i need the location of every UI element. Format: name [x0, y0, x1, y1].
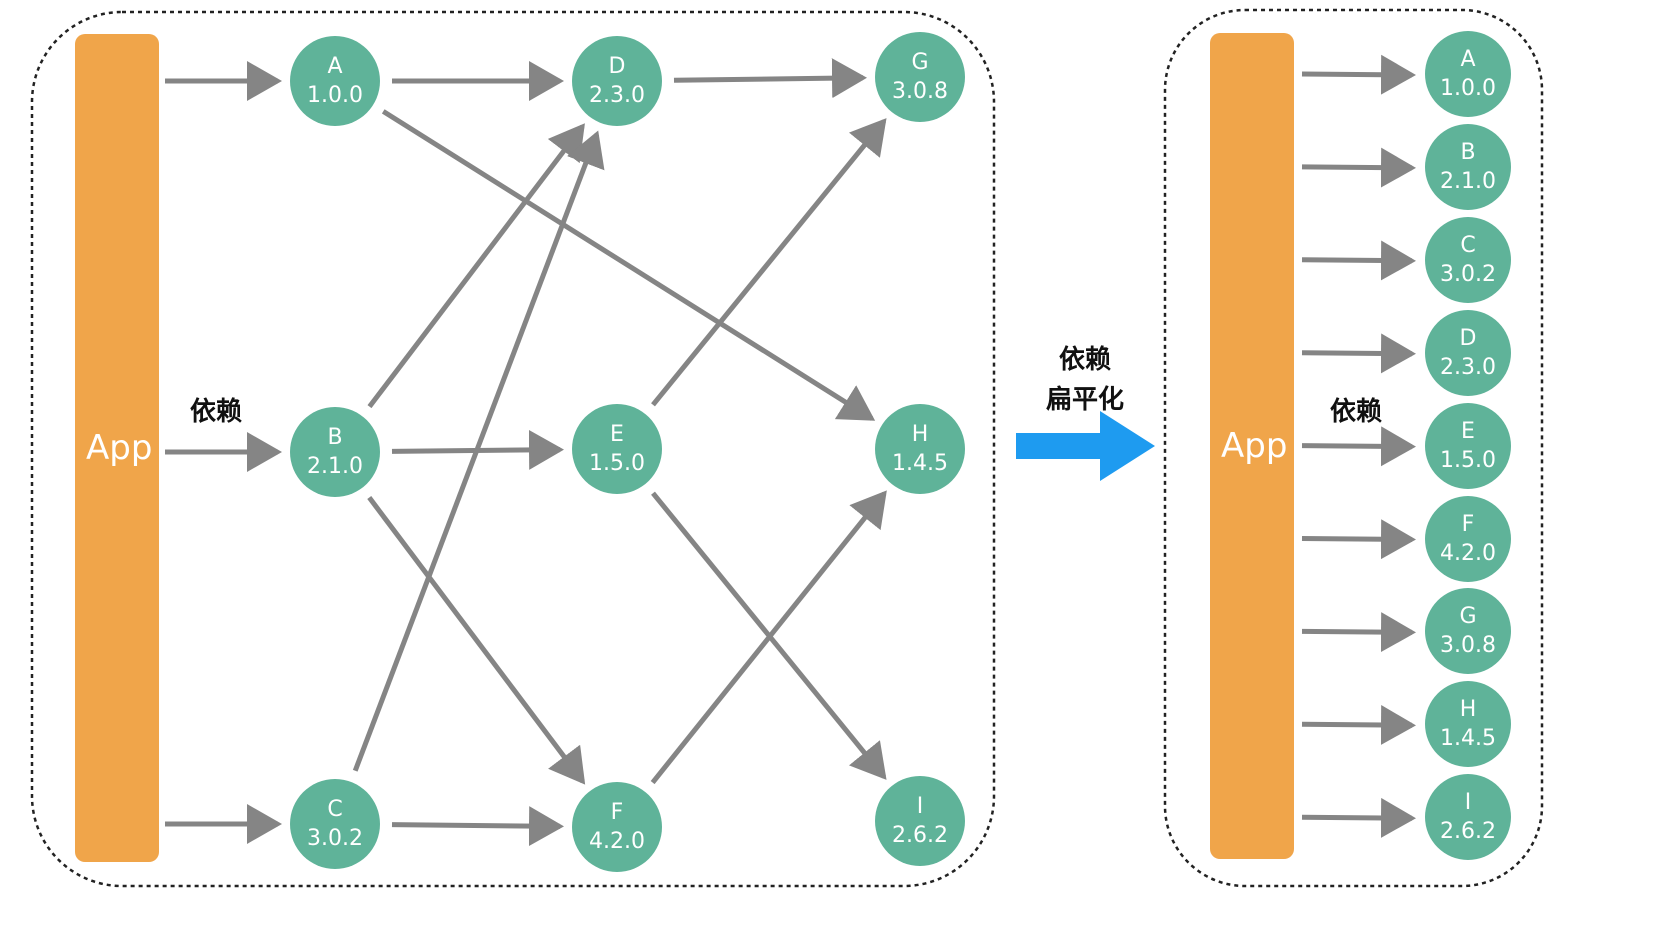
- node-version: 2.6.2: [1440, 819, 1496, 845]
- node-version: 2.1.0: [1440, 168, 1496, 194]
- node-version: 2.6.2: [892, 823, 948, 848]
- node-version: 2.3.0: [1440, 354, 1496, 380]
- node-name: H: [1459, 697, 1477, 723]
- edge-app-to-a-flat: [1301, 54, 1416, 95]
- edge-app-to-e-flat: [1301, 426, 1416, 467]
- right-app-bar: [1210, 33, 1294, 859]
- edge-a-to-h: [381, 109, 876, 421]
- flatten-caption-line2: 扁平化: [1045, 385, 1124, 415]
- node-version: 1.0.0: [307, 83, 363, 108]
- right-node-c: C 3.0.2: [1425, 216, 1511, 303]
- right-node-a: A 1.0.0: [1425, 31, 1511, 117]
- node-name: I: [1464, 790, 1472, 816]
- node-name: I: [916, 794, 924, 819]
- node-version: 1.4.5: [1440, 726, 1496, 752]
- left-node-h: H 1.4.5: [875, 404, 965, 494]
- node-version: 4.2.0: [589, 829, 645, 854]
- edge-b-to-d: [367, 123, 585, 409]
- edge-app-to-g-flat: [1301, 612, 1416, 653]
- left-dependency-edges: [165, 58, 887, 847]
- left-node-g: G 3.0.8: [875, 32, 965, 122]
- node-version: 2.1.0: [307, 454, 363, 479]
- right-node-g: G 3.0.8: [1425, 588, 1511, 675]
- right-dependency-caption: 依赖: [1330, 397, 1383, 427]
- edge-d-to-g: [673, 58, 868, 99]
- flatten-caption: 依赖 扁平化: [1035, 340, 1135, 420]
- node-version: 3.0.8: [1440, 633, 1496, 659]
- left-node-e: E 1.5.0: [572, 404, 662, 494]
- node-name: E: [1461, 418, 1475, 444]
- edge-c-to-d: [352, 130, 605, 772]
- node-name: B: [327, 425, 343, 450]
- node-name: B: [1460, 139, 1476, 165]
- right-node-b: B 2.1.0: [1425, 123, 1511, 210]
- node-version: 1.0.0: [1440, 76, 1496, 101]
- right-node-i: I 2.6.2: [1425, 774, 1511, 861]
- node-version: 1.4.5: [892, 451, 948, 476]
- node-name: G: [911, 50, 929, 75]
- left-app-label: App: [86, 428, 153, 468]
- left-node-i: I 2.6.2: [875, 776, 965, 866]
- node-name: C: [1460, 232, 1476, 258]
- edge-b-to-f: [367, 496, 586, 785]
- node-name: D: [608, 54, 626, 79]
- node-name: F: [610, 800, 624, 825]
- left-app-bar: [75, 34, 159, 862]
- edge-app-to-c-flat: [1301, 240, 1416, 281]
- node-name: H: [911, 422, 929, 447]
- edge-app-to-d-flat: [1301, 333, 1416, 374]
- node-version: 3.0.8: [892, 79, 948, 104]
- right-app-label: App: [1221, 426, 1288, 466]
- node-version: 1.5.0: [1440, 447, 1496, 473]
- edge-app-to-h-flat: [1301, 705, 1416, 746]
- right-node-e: E 1.5.0: [1425, 402, 1511, 489]
- node-name: F: [1461, 511, 1475, 537]
- right-node-h: H 1.4.5: [1425, 681, 1511, 768]
- node-name: A: [1460, 47, 1476, 72]
- flatten-caption-line1: 依赖: [1058, 345, 1111, 375]
- left-node-d: D 2.3.0: [572, 36, 662, 126]
- right-dependency-edges: [1301, 54, 1416, 838]
- left-node-b: B 2.1.0: [290, 407, 380, 497]
- edge-app-to-b-flat: [1301, 147, 1416, 188]
- node-version: 2.3.0: [589, 83, 645, 108]
- node-name: E: [610, 422, 624, 447]
- right-node-f: F 4.2.0: [1425, 495, 1511, 582]
- node-name: G: [1459, 604, 1477, 630]
- edge-app-to-i-flat: [1301, 797, 1416, 838]
- node-version: 1.5.0: [589, 451, 645, 476]
- left-node-f: F 4.2.0: [572, 782, 662, 872]
- left-node-c: C 3.0.2: [290, 779, 380, 869]
- left-node-a: A 1.0.0: [290, 36, 380, 126]
- node-name: C: [327, 797, 343, 822]
- node-name: D: [1459, 325, 1477, 351]
- right-node-d: D 2.3.0: [1425, 309, 1511, 396]
- edge-f-to-h: [650, 490, 887, 785]
- node-version: 3.0.2: [307, 826, 363, 851]
- edge-c-to-f: [391, 806, 565, 847]
- edge-app-to-f-flat: [1301, 519, 1416, 560]
- edge-e-to-g: [651, 118, 887, 407]
- node-version: 3.0.2: [1440, 261, 1496, 287]
- node-name: A: [327, 54, 343, 79]
- node-version: 4.2.0: [1440, 540, 1496, 566]
- left-dependency-caption: 依赖: [190, 397, 243, 427]
- flatten-arrow: [1016, 411, 1155, 481]
